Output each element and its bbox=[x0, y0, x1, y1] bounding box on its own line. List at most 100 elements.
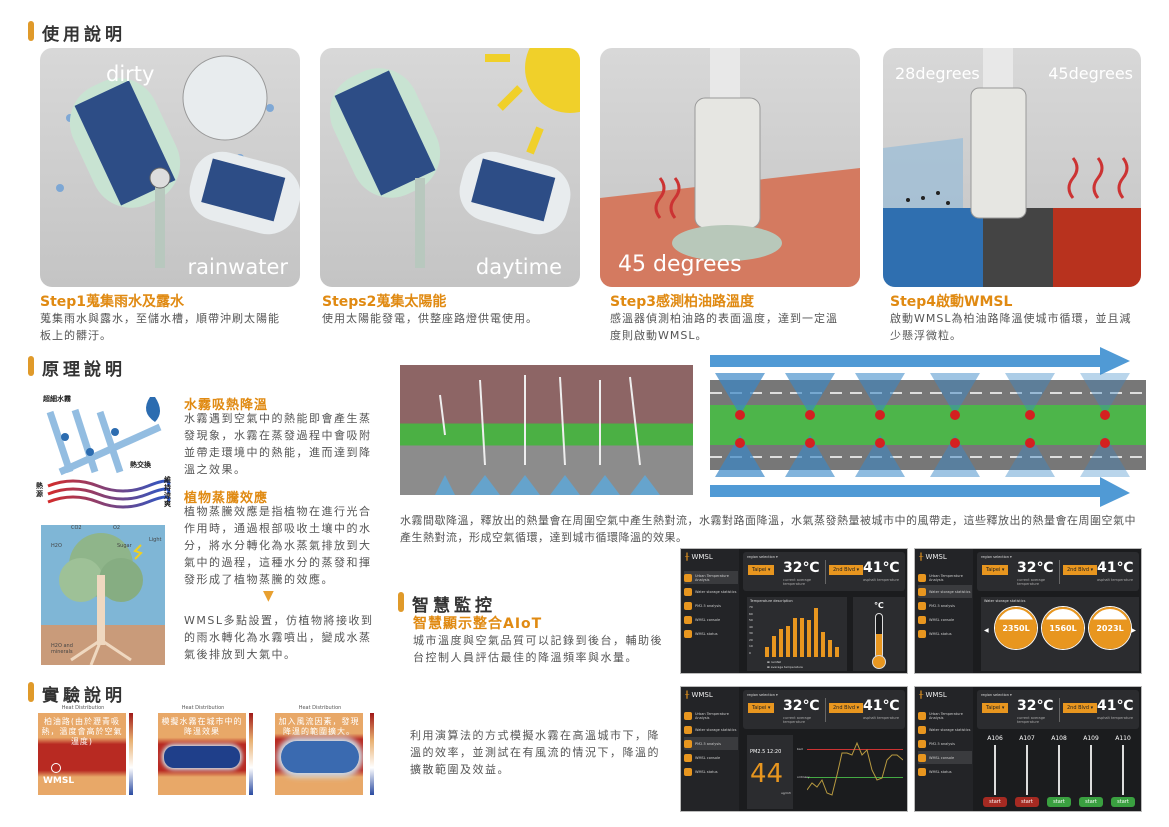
pm25-chart: bad ordinary bbox=[797, 735, 905, 809]
asphalt-temperature-caption: asphalt temperature bbox=[863, 578, 900, 582]
sugar-label: Sugar bbox=[117, 543, 132, 549]
road-dropdown[interactable]: 2nd Blvd ▾ bbox=[1063, 703, 1098, 713]
sidebar-nav-item[interactable]: Water storage statistics bbox=[684, 723, 738, 736]
y-tick: 60 bbox=[749, 611, 753, 616]
step2-image: daytime bbox=[320, 48, 580, 287]
water-tank-gauge: 1560L bbox=[1042, 607, 1084, 649]
cooling-zone bbox=[281, 741, 359, 773]
heatmap-asphalt: 柏油路(由於瀝青吸熱，溫度會高於空氣溫度) WMSL bbox=[38, 713, 126, 795]
sidebar-nav-item[interactable]: PM2.5 analysis bbox=[918, 599, 972, 612]
sprinkler-pole-icon bbox=[1026, 745, 1028, 795]
sidebar-nav-item[interactable]: WMSL status bbox=[918, 627, 972, 640]
mist-cone bbox=[715, 373, 765, 415]
sidebar-nav-item[interactable]: WMSL status bbox=[684, 765, 738, 778]
city-dropdown[interactable]: Taipei ▾ bbox=[982, 565, 1009, 575]
road-dropdown[interactable]: 2nd Blvd ▾ bbox=[829, 565, 864, 575]
wmsl-logo: ╫ WMSL bbox=[685, 691, 713, 699]
daytime-label: daytime bbox=[475, 255, 562, 279]
region-selection-label: region selection ▾ bbox=[747, 693, 778, 697]
nav-icon bbox=[918, 601, 926, 610]
sidebar-nav-item[interactable]: PM2.5 analysis bbox=[684, 737, 738, 750]
sidebar-nav-item[interactable]: WMSL status bbox=[918, 765, 972, 778]
unit-id: A109 bbox=[1083, 735, 1099, 742]
nav-label: PM2.5 analysis bbox=[929, 603, 955, 608]
y-tick: 20 bbox=[749, 637, 753, 642]
sidebar-nav-item[interactable]: PM2.5 analysis bbox=[684, 599, 738, 612]
start-button[interactable]: start bbox=[1111, 797, 1135, 807]
rainfall-bar bbox=[772, 636, 776, 657]
road-dropdown[interactable]: 2nd Blvd ▾ bbox=[1063, 565, 1098, 575]
city-dropdown[interactable]: Taipei ▾ bbox=[748, 565, 775, 575]
logo-icon: ╫ bbox=[685, 553, 690, 561]
arrow-right-icon[interactable]: ▶ bbox=[1131, 627, 1136, 634]
rainfall-bar bbox=[779, 628, 783, 657]
mist-cooling-title: 水霧吸熱降溫 bbox=[184, 398, 269, 413]
nav-label: WMSL console bbox=[695, 617, 721, 622]
pm25-panel: PM2.5 12:20 44 ug/m3 bbox=[747, 735, 793, 809]
sidebar-nav-item[interactable]: WMSL console bbox=[918, 751, 972, 764]
rainfall-bar bbox=[807, 620, 811, 657]
step3-title: Step3感測柏油路溫度 bbox=[610, 294, 755, 310]
start-button[interactable]: start bbox=[983, 797, 1007, 807]
sidebar-nav-item[interactable]: Urban Temperature Analysis bbox=[918, 709, 972, 722]
start-button[interactable]: start bbox=[1015, 797, 1039, 807]
sidebar-nav-item[interactable]: WMSL status bbox=[684, 627, 738, 640]
heatmap-title: Heat Distribution bbox=[61, 705, 105, 711]
sidebar-nav-item[interactable]: Urban Temperature Analysis bbox=[918, 571, 972, 584]
o2-label: O2 bbox=[113, 525, 121, 531]
sidebar-nav-item[interactable]: PM2.5 analysis bbox=[918, 737, 972, 750]
heat-source-label: 熱源 bbox=[36, 482, 43, 498]
plant-transpiration-text: 植物蒸騰效應是指植物在進行光合作用時，通過根部吸收土壤中的水分，將水分轉化為水蒸… bbox=[184, 505, 372, 586]
sprinkler-dot bbox=[735, 438, 745, 448]
rainfall-bar bbox=[765, 646, 769, 657]
city-dropdown[interactable]: Taipei ▾ bbox=[982, 703, 1009, 713]
h2o-label: H2O bbox=[51, 543, 62, 549]
nav-icon bbox=[684, 601, 692, 610]
ordinary-threshold-line bbox=[807, 777, 903, 778]
y-tick: 0 bbox=[749, 650, 751, 655]
mist-cone bbox=[1080, 435, 1130, 477]
summary-panel: region selection ▾ Taipei ▾ 32℃ current … bbox=[977, 690, 1139, 729]
start-button[interactable]: start bbox=[1079, 797, 1103, 807]
start-button[interactable]: start bbox=[1047, 797, 1071, 807]
legend-temperature: ▬ average temperature bbox=[767, 665, 803, 669]
sprinkler-dot bbox=[1025, 410, 1035, 420]
co2-label: CO2 bbox=[71, 525, 82, 531]
colorbar bbox=[249, 713, 253, 795]
sprinkler-dot bbox=[1100, 438, 1110, 448]
sidebar-nav-item[interactable]: Water storage statistics bbox=[918, 723, 972, 736]
sidebar-nav-item[interactable]: WMSL console bbox=[684, 751, 738, 764]
arrow-left-icon[interactable]: ◀ bbox=[984, 627, 989, 634]
step1-desc: 蒐集雨水與露水，至儲水槽，順帶沖刷太陽能板上的髒汙。 bbox=[40, 312, 280, 342]
step4-title: Step4啟動WMSL bbox=[890, 294, 1013, 310]
nav-label: PM2.5 analysis bbox=[695, 603, 721, 608]
nav-label: Water storage statistics bbox=[695, 589, 737, 594]
experiment-heading: 實驗說明 bbox=[28, 681, 126, 706]
nav-label: Urban Temperature Analysis bbox=[695, 573, 729, 582]
sidebar-nav-item[interactable]: Urban Temperature Analysis bbox=[684, 571, 738, 584]
mist-cone bbox=[930, 373, 980, 415]
sidebar-nav-item[interactable]: Water storage statistics bbox=[684, 585, 738, 598]
sidebar-nav-item[interactable]: WMSL console bbox=[918, 613, 972, 626]
thermometer-icon bbox=[875, 613, 883, 659]
nav-label: PM2.5 analysis bbox=[929, 741, 955, 746]
nav-icon bbox=[918, 711, 926, 720]
rainfall-bar bbox=[793, 618, 797, 657]
city-dropdown[interactable]: Taipei ▾ bbox=[748, 703, 775, 713]
step4-image: 28degrees 45degrees bbox=[883, 48, 1141, 287]
wmsl-marker bbox=[51, 763, 61, 773]
aiot-text: 城市溫度與空氣品質可以記錄到後台，輔助後台控制人員評估最佳的降溫頻率與水量。 bbox=[413, 634, 663, 664]
sprinkler-dot bbox=[735, 410, 745, 420]
nav-label: Water storage statistics bbox=[695, 727, 737, 732]
pm25-line bbox=[807, 741, 903, 796]
usage-heading: 使用說明 bbox=[28, 20, 126, 45]
sidebar-nav-item[interactable]: Urban Temperature Analysis bbox=[684, 709, 738, 722]
region-selection-label: region selection ▾ bbox=[981, 693, 1012, 697]
sidebar-nav-item[interactable]: Water storage statistics bbox=[918, 585, 972, 598]
heatmap-title: Heat Distribution bbox=[298, 705, 342, 711]
nav-label: Urban Temperature Analysis bbox=[695, 711, 729, 720]
road-dropdown[interactable]: 2nd Blvd ▾ bbox=[829, 703, 864, 713]
sidebar-nav-item[interactable]: WMSL console bbox=[684, 613, 738, 626]
